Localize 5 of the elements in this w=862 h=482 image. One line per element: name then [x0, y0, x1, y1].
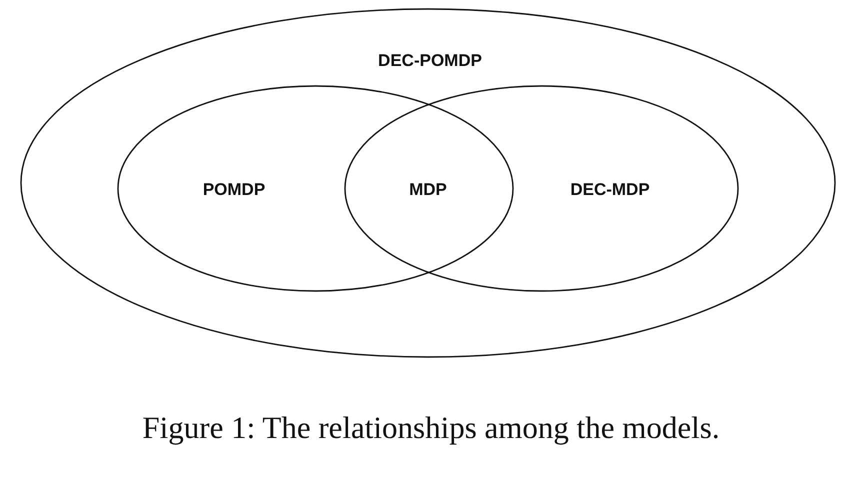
figure-caption: Figure 1: The relationships among the models.	[141, 410, 721, 446]
set-label: MDP	[409, 180, 447, 200]
set-label: DEC-POMDP	[378, 51, 482, 71]
set-label: POMDP	[202, 180, 266, 200]
set-label: DEC-MDP	[570, 180, 650, 200]
